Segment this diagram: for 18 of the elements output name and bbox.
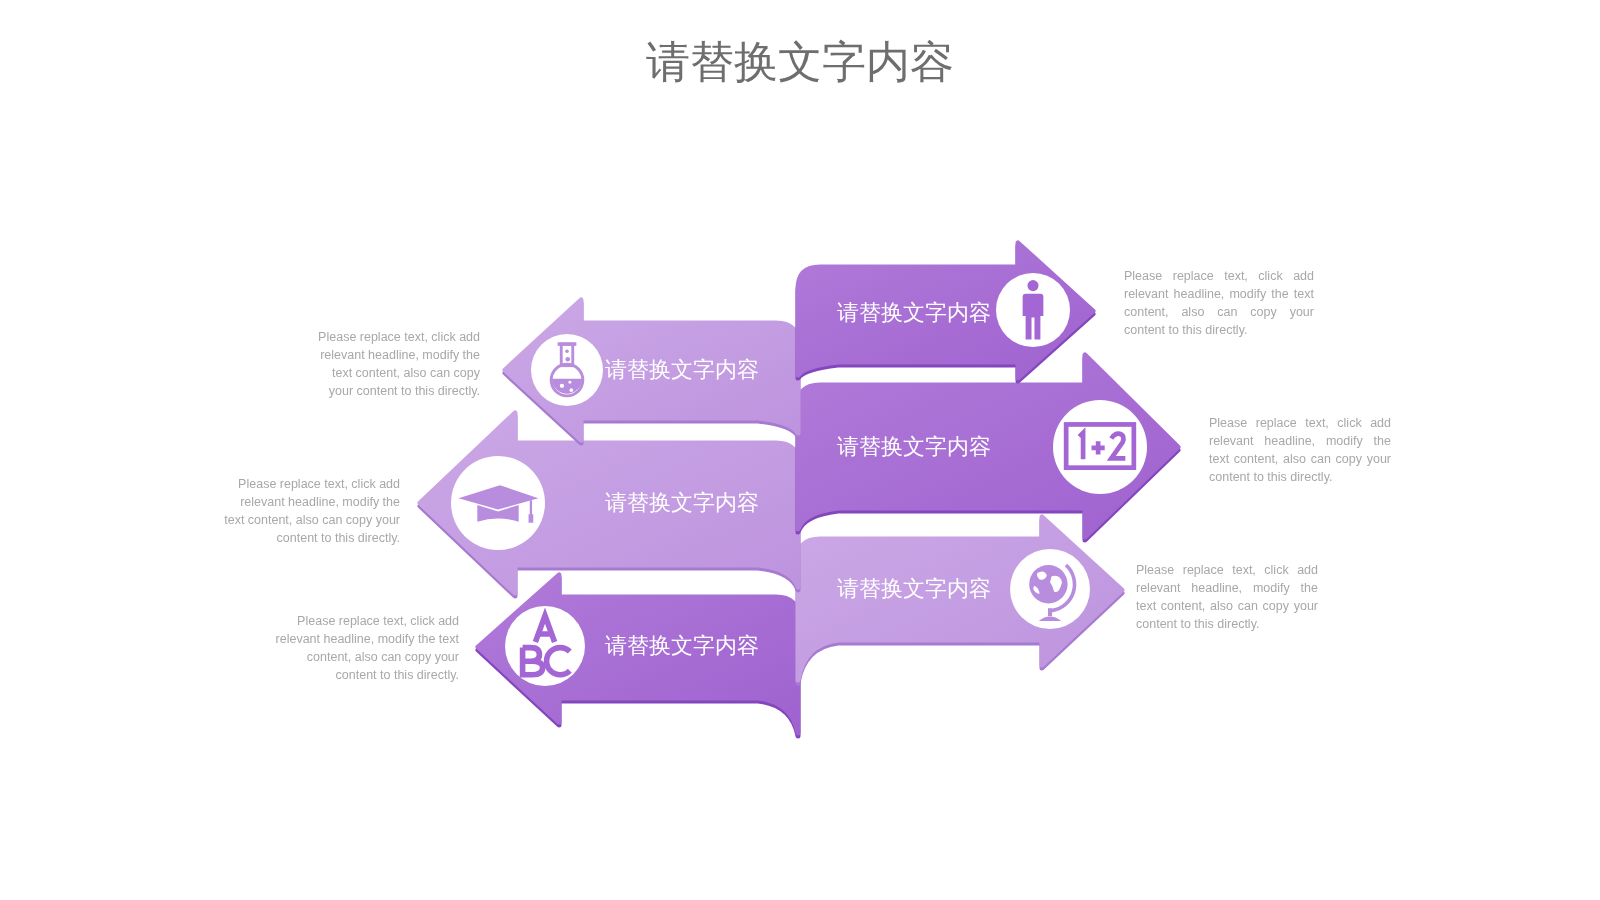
description-text: Please replace text, click add relevant headline, modify the text content, also can copy your content to this directly. — [1209, 415, 1391, 486]
right-arrow-banner — [795, 352, 1181, 543]
banner-title: 请替换文字内容 — [605, 489, 759, 517]
banner-title: 请替换文字内容 — [837, 575, 991, 603]
page-title: 请替换文字内容 — [646, 36, 954, 88]
banner-title: 请替换文字内容 — [605, 356, 759, 384]
banner-title: 请替换文字内容 — [837, 433, 991, 461]
description-text: Please replace text, click add relevant headline, modify the text content, also can copy your content to this directly. — [1136, 562, 1318, 633]
right-arrow-banner — [795, 514, 1125, 686]
left-arrow-banner — [475, 572, 801, 739]
description-text: Please replace text, click add relevant headline, modify the text content, also can copy your content to this directly. — [317, 329, 480, 400]
right-arrow-banner — [795, 240, 1096, 384]
description-text: Please replace text, click add relevant headline, modify the text content, also can copy your content to this directly. — [223, 476, 400, 547]
description-text: Please replace text, click add relevant headline, modify the text content, also can copy your content to this directly. — [1124, 268, 1314, 339]
left-arrow-banner — [417, 410, 801, 599]
banner-title: 请替换文字内容 — [605, 632, 759, 660]
banner-title: 请替换文字内容 — [837, 299, 991, 327]
description-text: Please replace text, click add relevant headline, modify the text content, also can copy your content to this directly. — [274, 613, 459, 684]
